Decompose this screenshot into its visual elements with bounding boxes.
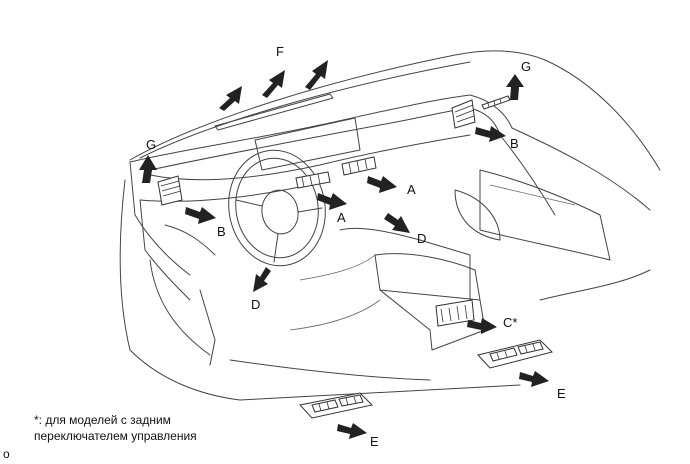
vent-console-rear [435, 299, 475, 327]
arrow-c [467, 318, 497, 334]
label-d-right: D [417, 231, 426, 246]
label-e-lower: E [370, 434, 379, 449]
arrow-a-lower [317, 193, 347, 210]
arrow-d-right [384, 213, 410, 233]
label-b-right: B [510, 136, 519, 151]
footnote-line-1: *: для моделей с задним [34, 413, 171, 427]
arrow-b-right [475, 126, 506, 142]
vent-left-side [157, 175, 183, 206]
vent-center-left [295, 171, 331, 189]
airflow-arrows [139, 60, 549, 439]
arrow-g-right [506, 74, 524, 100]
label-c: C* [503, 315, 517, 330]
arrow-a-center [367, 176, 397, 193]
label-f: F [276, 44, 284, 59]
corner-mark: o [3, 447, 10, 461]
arrow-f-2 [262, 70, 285, 98]
arrow-b-left [185, 207, 216, 224]
vent-right-side [451, 99, 476, 129]
label-g-right: G [521, 59, 531, 74]
arrow-f-1 [219, 86, 242, 111]
label-d-left: D [251, 297, 260, 312]
footnote-line-2: переключателем управления [34, 429, 197, 443]
footnote: *: для моделей с задним переключателем у… [34, 412, 197, 444]
arrow-g-left [139, 155, 157, 183]
vent-floor-right [477, 339, 553, 369]
label-a-center: A [407, 182, 416, 197]
label-a-lower: A [337, 210, 346, 225]
steering-wheel [228, 149, 326, 267]
interior-outline [119, 50, 661, 401]
arrow-f-3 [305, 60, 328, 90]
label-e-right: E [557, 386, 566, 401]
vent-center-right [341, 156, 377, 176]
arrow-e-lower [337, 423, 367, 439]
label-g-left: G [146, 137, 156, 152]
airflow-labels: F G G A A B B D D C* E E [146, 44, 566, 449]
arrow-d-left [253, 267, 271, 292]
arrow-e-right [519, 371, 549, 387]
label-b-left: B [217, 224, 226, 239]
vent-floor-lower [299, 392, 374, 419]
